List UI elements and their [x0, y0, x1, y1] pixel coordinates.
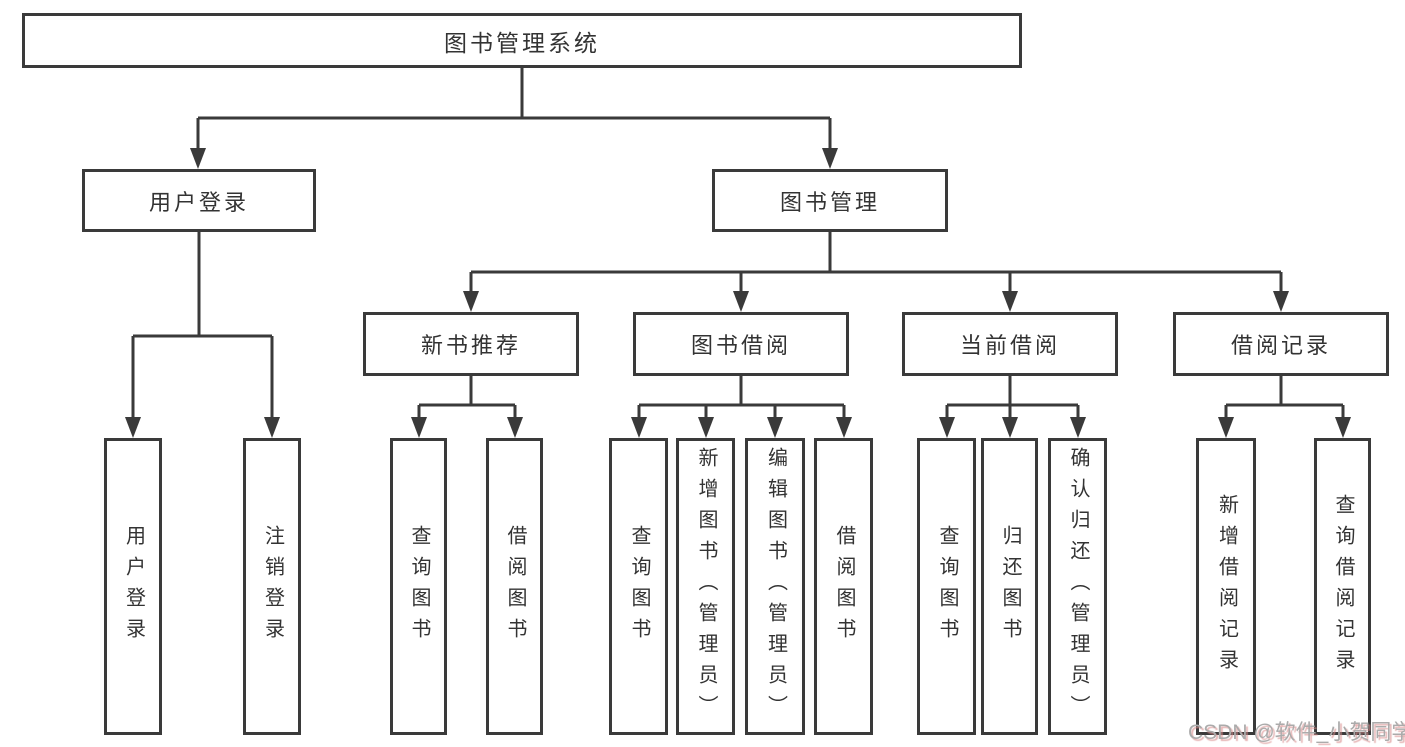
node-library-management-system: 图书管理系统	[22, 13, 1022, 68]
node-label: 图书管理系统	[444, 29, 600, 56]
node-label: 查询图书	[408, 524, 430, 649]
arrowheads	[125, 148, 1351, 438]
csdn-watermark: CSDN @软件_小贺同学	[1188, 721, 1405, 744]
node-borrow-books-borrowing: 借阅图书	[814, 438, 873, 735]
node-label: 图书借阅	[690, 333, 791, 358]
node-label: 当前借阅	[959, 333, 1060, 358]
node-label: 用户登录	[148, 189, 249, 215]
node-label: 图书管理	[779, 189, 880, 215]
node-user-login-leaf: 用户登录	[104, 438, 162, 735]
node-user-login: 用户登录	[82, 169, 316, 232]
node-label: 新增借阅记录	[1215, 493, 1238, 680]
node-label: 借阅记录	[1230, 333, 1331, 358]
node-label: 确认归还（管理员）	[1067, 447, 1089, 726]
node-confirm-return-admin: 确认归还（管理员）	[1048, 438, 1107, 735]
node-book-management: 图书管理	[712, 169, 948, 232]
node-label: 借阅图书	[504, 524, 526, 649]
node-label: 新增图书（管理员）	[695, 447, 717, 726]
node-add-borrow-record: 新增借阅记录	[1196, 438, 1256, 735]
node-label: 新书推荐	[420, 333, 521, 358]
node-label: 借阅图书	[833, 524, 855, 649]
node-query-books-current: 查询图书	[917, 438, 976, 735]
node-current-borrowing: 当前借阅	[902, 312, 1118, 376]
node-label: 用户登录	[122, 524, 145, 649]
node-label: 归还图书	[999, 524, 1021, 649]
node-label: 注销登录	[261, 524, 284, 649]
node-query-books-borrowing: 查询图书	[609, 438, 668, 735]
node-logout: 注销登录	[243, 438, 301, 735]
node-query-books-recommend: 查询图书	[390, 438, 447, 735]
node-label: 查询图书	[628, 524, 650, 649]
node-query-borrow-record: 查询借阅记录	[1314, 438, 1371, 735]
node-borrowing-records: 借阅记录	[1173, 312, 1389, 376]
node-new-book-recommendation: 新书推荐	[363, 312, 579, 376]
node-edit-book-admin: 编辑图书（管理员）	[745, 438, 805, 735]
node-label: 编辑图书（管理员）	[764, 447, 787, 726]
node-add-book-admin: 新增图书（管理员）	[676, 438, 735, 735]
node-return-books: 归还图书	[981, 438, 1038, 735]
node-book-borrowing: 图书借阅	[633, 312, 849, 376]
node-label: 查询图书	[936, 524, 958, 649]
node-label: 查询借阅记录	[1332, 493, 1354, 680]
node-borrow-books-recommend: 借阅图书	[486, 438, 543, 735]
